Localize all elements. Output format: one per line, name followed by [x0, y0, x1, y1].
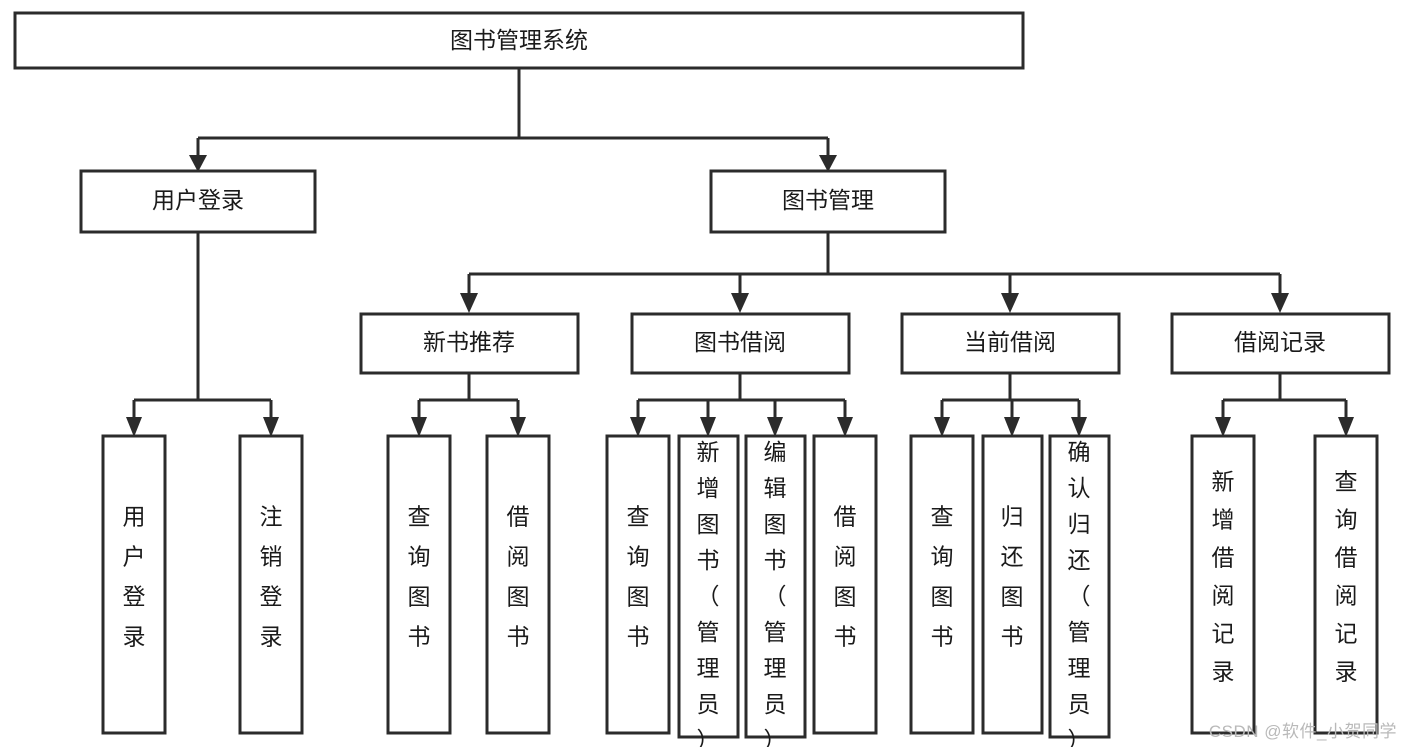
arrow-head-leaf-borrow-book-2 [837, 417, 853, 437]
arrow-head-leaf-logout-login [263, 417, 279, 437]
book-management-box[interactable] [709, 169, 947, 234]
borrow-record-box[interactable] [1170, 312, 1391, 375]
book-management-label: 图书管理 [782, 187, 874, 213]
node-borrow-record[interactable]: 借阅记录 [1170, 312, 1391, 375]
new-book-recommend-box[interactable] [359, 312, 580, 375]
arrow-head-leaf-user-login [126, 417, 142, 437]
node-leaf-borrow-book-1[interactable]: 借阅图书 [485, 434, 551, 735]
node-leaf-query-book-1[interactable]: 查询图书 [386, 434, 452, 735]
leaf-confirm-return-label: 确认归还（管理员） [1068, 439, 1091, 747]
arrow-head-leaf-query-book-2 [630, 417, 646, 437]
arrow-head-leaf-add-record [1215, 417, 1231, 437]
user-login-box[interactable] [79, 169, 317, 234]
node-user-login[interactable]: 用户登录 [79, 169, 317, 234]
user-login-label: 用户登录 [152, 187, 244, 213]
leaf-borrow-book-1-box[interactable] [485, 434, 551, 735]
node-leaf-return-book[interactable]: 归还图书 [981, 434, 1044, 735]
node-leaf-query-book-2[interactable]: 查询图书 [605, 434, 671, 735]
arrow-head-current-borrow [1001, 293, 1019, 313]
node-leaf-confirm-return[interactable]: 确认归还（管理员） [1048, 434, 1111, 747]
leaf-query-book-3-box[interactable] [909, 434, 975, 735]
leaf-edit-book-label: 编辑图书（管理员） [764, 439, 787, 747]
leaf-edit-book-box[interactable] [744, 434, 807, 739]
arrow-head-user-login [189, 155, 207, 172]
borrow-record-label: 借阅记录 [1234, 329, 1326, 355]
arrow-head-leaf-confirm-return [1071, 417, 1087, 437]
book-borrow-label: 图书借阅 [694, 329, 786, 355]
arrow-head-leaf-query-book-3 [934, 417, 950, 437]
leaf-query-book-1-box[interactable] [386, 434, 452, 735]
arrow-head-leaf-query-book-1 [411, 417, 427, 437]
node-leaf-user-login[interactable]: 用户登录 [101, 434, 167, 735]
root-label: 图书管理系统 [450, 27, 588, 53]
leaf-logout-login-label: 注销登录 [260, 504, 283, 650]
arrow-head-new-book-recommend [460, 293, 478, 313]
node-book-management[interactable]: 图书管理 [709, 169, 947, 234]
node-current-borrow[interactable]: 当前借阅 [900, 312, 1121, 375]
current-borrow-box[interactable] [900, 312, 1121, 375]
arrow-head-leaf-query-record [1338, 417, 1354, 437]
node-leaf-edit-book[interactable]: 编辑图书（管理员） [744, 434, 807, 747]
node-leaf-query-book-3[interactable]: 查询图书 [909, 434, 975, 735]
leaf-return-book-box[interactable] [981, 434, 1044, 735]
node-leaf-add-record[interactable]: 新增借阅记录 [1190, 434, 1256, 735]
arrow-head-book-borrow [731, 293, 749, 313]
leaf-return-book-label: 归还图书 [1001, 504, 1024, 650]
leaf-query-record-label: 查询借阅记录 [1335, 469, 1358, 685]
leaf-borrow-book-1-label: 借阅图书 [507, 504, 530, 650]
arrow-head-book-management [819, 155, 837, 172]
node-book-borrow[interactable]: 图书借阅 [630, 312, 851, 375]
node-leaf-borrow-book-2[interactable]: 借阅图书 [812, 434, 878, 735]
book-borrow-box[interactable] [630, 312, 851, 375]
leaf-borrow-book-2-box[interactable] [812, 434, 878, 735]
leaf-add-book-label: 新增图书（管理员） [697, 439, 720, 747]
node-root[interactable]: 图书管理系统 [13, 11, 1025, 70]
leaf-logout-login-box[interactable] [238, 434, 304, 735]
arrow-head-leaf-add-book [700, 417, 716, 437]
connector-layer [126, 68, 1354, 437]
leaf-user-login-label: 用户登录 [123, 504, 146, 650]
leaf-user-login-box[interactable] [101, 434, 167, 735]
node-new-book-recommend[interactable]: 新书推荐 [359, 312, 580, 375]
leaf-confirm-return-box[interactable] [1048, 434, 1111, 739]
arrow-head-leaf-edit-book [767, 417, 783, 437]
leaf-query-book-2-label: 查询图书 [627, 504, 650, 650]
node-leaf-logout-login[interactable]: 注销登录 [238, 434, 304, 735]
current-borrow-label: 当前借阅 [964, 329, 1056, 355]
leaf-borrow-book-2-label: 借阅图书 [834, 504, 857, 650]
arrow-head-leaf-return-book [1004, 417, 1020, 437]
node-leaf-query-record[interactable]: 查询借阅记录 [1313, 434, 1379, 735]
leaf-add-record-label: 新增借阅记录 [1212, 469, 1235, 685]
leaf-add-book-box[interactable] [677, 434, 740, 739]
arrow-head-leaf-borrow-book-1 [510, 417, 526, 437]
new-book-recommend-label: 新书推荐 [423, 329, 515, 355]
arrow-head-borrow-record [1271, 293, 1289, 313]
leaf-query-record-box[interactable] [1313, 434, 1379, 735]
leaf-query-book-2-box[interactable] [605, 434, 671, 735]
leaf-add-record-box[interactable] [1190, 434, 1256, 735]
node-leaf-add-book[interactable]: 新增图书（管理员） [677, 434, 740, 747]
leaf-query-book-3-label: 查询图书 [931, 504, 954, 650]
leaf-query-book-1-label: 查询图书 [408, 504, 431, 650]
root-box[interactable] [13, 11, 1025, 70]
